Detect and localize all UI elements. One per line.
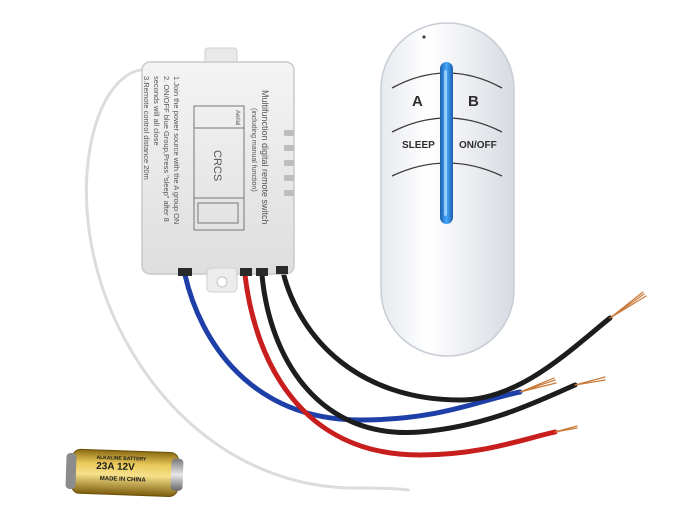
receiver-module: Multifunction digital remote switch (inc… bbox=[141, 47, 295, 293]
module-vents bbox=[284, 130, 294, 196]
circuit-diagram bbox=[193, 105, 245, 231]
copper-tips bbox=[519, 291, 647, 433]
battery-brand: ALKALINE BATTERY bbox=[96, 455, 147, 463]
battery-origin: MADE IN CHINA bbox=[100, 476, 147, 484]
module-board-label: CRCS bbox=[211, 150, 223, 181]
battery: ALKALINE BATTERY 23A 12V MADE IN CHINA bbox=[65, 448, 184, 497]
module-instruction-1: 1.Join the power source with the A group… bbox=[172, 76, 181, 224]
remote-control: A B SLEEP ON/OFF bbox=[380, 22, 515, 357]
black-wire-2 bbox=[280, 269, 613, 403]
module-antenna-label: Aerial bbox=[234, 110, 240, 125]
remote-button-a[interactable]: A bbox=[412, 93, 423, 110]
module-instruction-3: 3.Remote control distance 20m bbox=[142, 76, 151, 180]
black-wire-1 bbox=[259, 272, 578, 436]
remote-button-onoff[interactable]: ON/OFF bbox=[459, 140, 497, 151]
remote-button-b[interactable]: B bbox=[468, 93, 479, 110]
remote-led-indicator bbox=[422, 35, 426, 39]
red-wire bbox=[242, 272, 558, 458]
module-instruction-2b: seconds will all close bbox=[152, 76, 161, 146]
battery-model: 23A 12V bbox=[96, 461, 135, 473]
module-instruction-2: 2. ON/OFF blue Group,Press "sleep" after… bbox=[162, 76, 171, 222]
wires bbox=[84, 68, 647, 492]
module-subtitle: (including manual function) bbox=[250, 108, 257, 192]
remote-button-sleep[interactable]: SLEEP bbox=[402, 140, 435, 151]
antenna-wire bbox=[84, 68, 410, 492]
module-title: Multifunction digital remote switch bbox=[260, 90, 270, 225]
